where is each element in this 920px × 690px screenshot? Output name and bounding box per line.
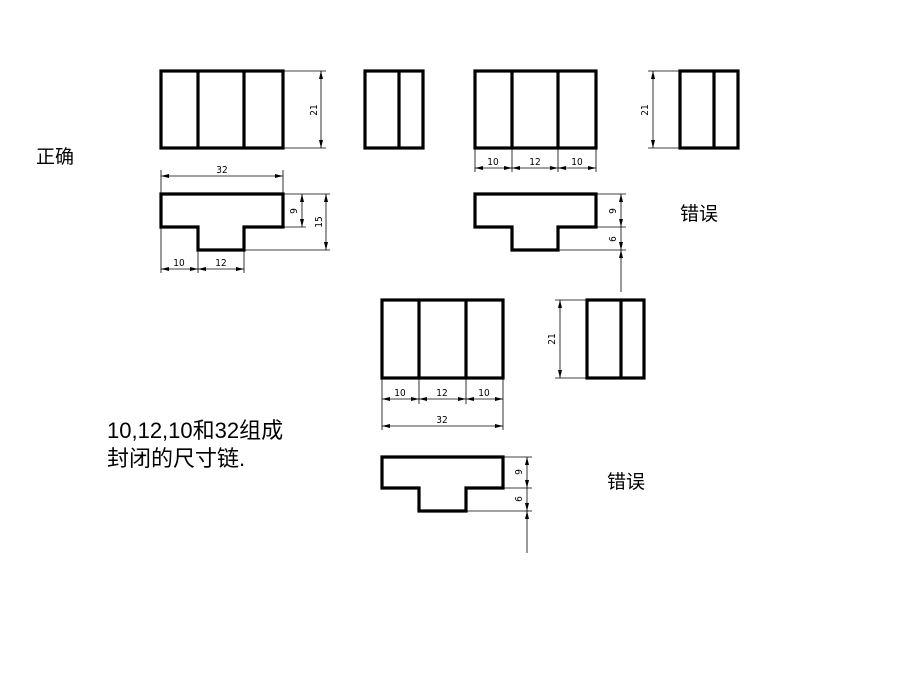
- dimension-10-12-10: 10 12 10: [381, 378, 504, 430]
- explanation-note: 10,12,10和32组成 封闭的尺寸链.: [107, 417, 283, 473]
- dimension-10-12-10: 10 12 10: [474, 148, 597, 172]
- side-view: [363, 69, 425, 150]
- wrong-example-bottom: 21 10 12 10 32: [380, 298, 646, 553]
- dim-9-text: 9: [289, 208, 300, 214]
- dim-6-text: 6: [608, 236, 619, 242]
- dim-32-text: 32: [436, 415, 447, 426]
- dim-9-text: 9: [514, 469, 525, 475]
- dimension-9-6: 9 6: [558, 193, 626, 292]
- dim-10-right-text: 10: [478, 388, 490, 399]
- dim-32-text: 32: [216, 165, 227, 176]
- side-view: [678, 69, 740, 150]
- dimension-32: 32: [160, 165, 284, 194]
- front-view: [380, 298, 505, 380]
- wrong-example-top: 10 12 10 21 9 6: [473, 69, 740, 292]
- dimension-9: 9: [283, 193, 330, 228]
- dim-6-text: 6: [514, 496, 525, 502]
- correct-example: 21 32 9 15: [159, 69, 425, 273]
- label-wrong-top: 错误: [680, 203, 719, 225]
- dim-21-text: 21: [547, 333, 558, 344]
- dimension-21: 21: [283, 70, 326, 149]
- dim-12-text: 12: [436, 388, 447, 399]
- dim-21-text: 21: [309, 104, 320, 115]
- front-view: [159, 69, 285, 150]
- label-correct: 正确: [36, 146, 75, 168]
- dim-10-right-text: 10: [571, 157, 583, 168]
- dim-12-text: 12: [215, 258, 226, 269]
- dim-12-text: 12: [529, 157, 540, 168]
- dim-15-text: 15: [314, 216, 325, 227]
- dimension-21: 21: [640, 70, 680, 149]
- side-view: [585, 298, 646, 380]
- dimension-21: 21: [547, 299, 587, 379]
- label-wrong-bottom: 错误: [607, 471, 646, 493]
- dimension-10-12: 10 12: [160, 227, 245, 273]
- dim-9-text: 9: [608, 208, 619, 214]
- dim-21-text: 21: [640, 104, 651, 115]
- dim-10-left-text: 10: [394, 388, 406, 399]
- dim-10-left-text: 10: [487, 157, 499, 168]
- top-view: [159, 192, 285, 252]
- note-line-2: 封闭的尺寸链.: [107, 446, 246, 471]
- dimension-9-6: 9 6: [466, 456, 532, 553]
- dim-10-text: 10: [173, 258, 185, 269]
- note-line-1: 10,12,10和32组成: [107, 418, 284, 443]
- top-view: [473, 192, 598, 252]
- top-view: [380, 455, 505, 513]
- dimension-15: 15: [244, 194, 330, 251]
- dimension-32: 32: [382, 415, 503, 428]
- front-view: [473, 69, 598, 150]
